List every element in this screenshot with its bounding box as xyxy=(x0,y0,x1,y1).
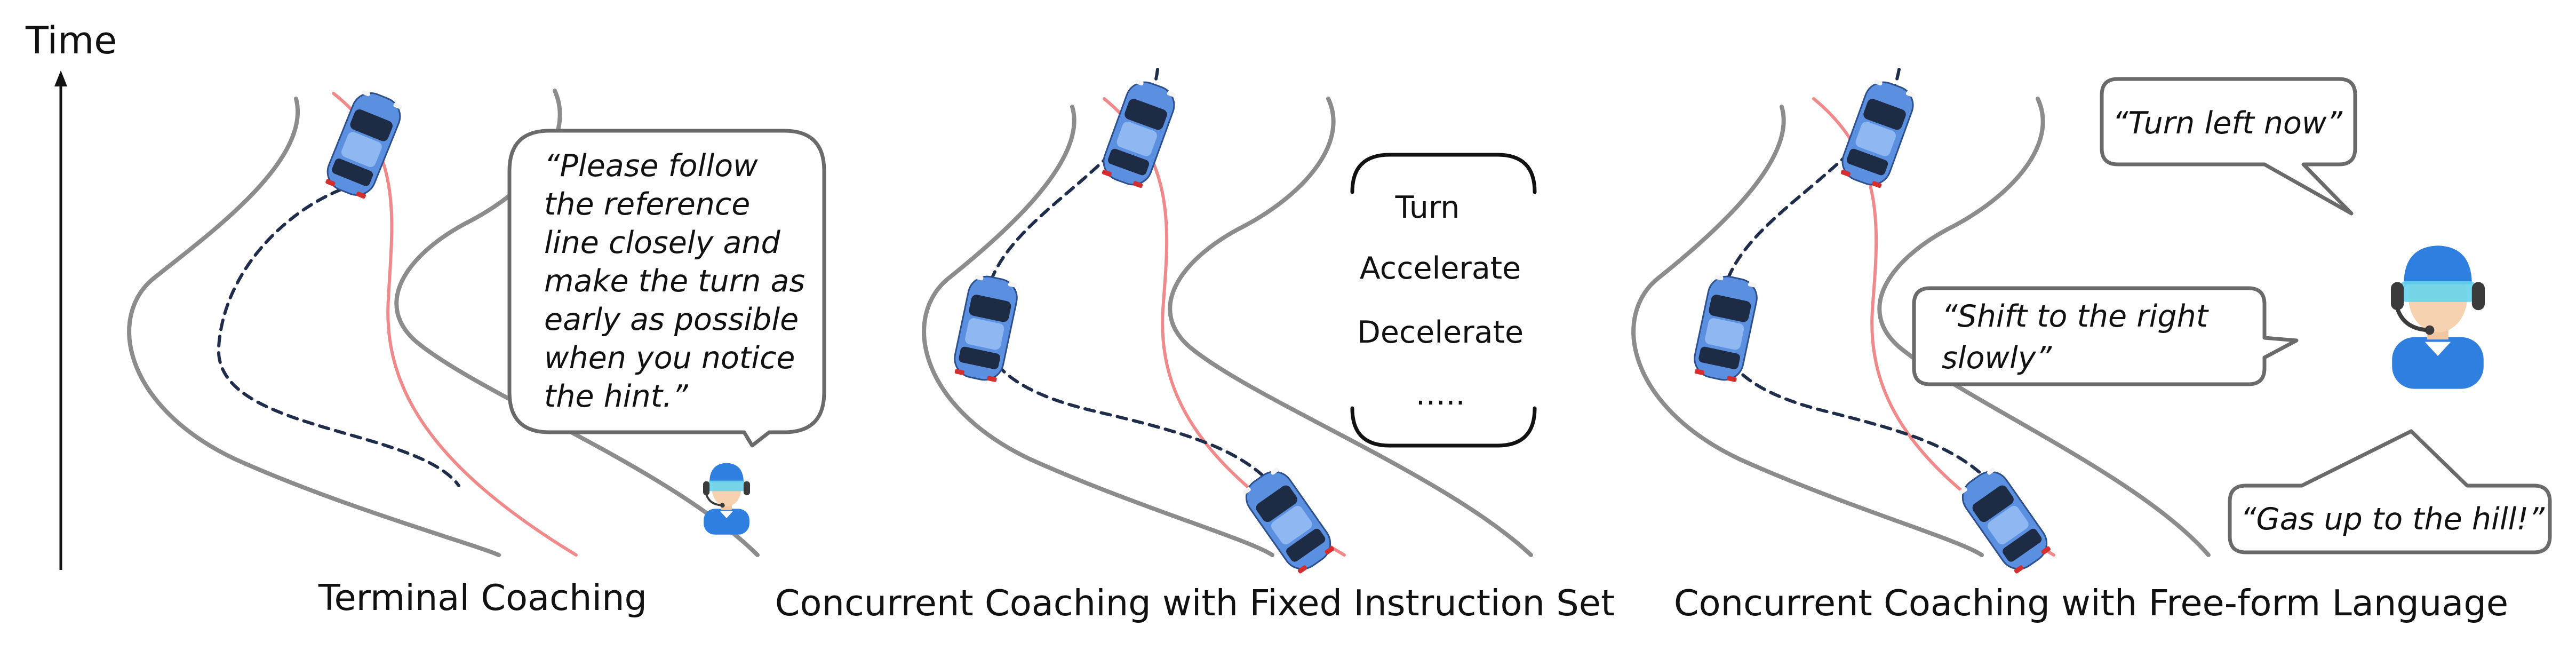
driven-trajectory xyxy=(217,183,460,487)
panel-free-form-language: “Turn left now” “Shift to the right slow… xyxy=(1631,68,2552,624)
panel-fixed-instruction-set: Turn Accelerate Decelerate ….. Concurren… xyxy=(775,68,1615,624)
speech-line: “Turn left now” xyxy=(2112,106,2342,141)
speech-line: “Gas up to the hill!” xyxy=(2240,502,2545,537)
car-icon xyxy=(1238,463,1339,577)
instruction-item: Decelerate xyxy=(1357,315,1524,350)
instruction-item: Accelerate xyxy=(1360,251,1521,286)
panel-terminal-coaching: “Please follow the reference line closel… xyxy=(127,86,826,619)
road xyxy=(1631,97,2211,557)
speech-line: make the turn as xyxy=(544,264,805,299)
speech-bubble: “Shift to the right slowly” xyxy=(1912,286,2299,386)
car-icon xyxy=(1690,272,1761,384)
time-axis-label: Time xyxy=(25,19,117,62)
panel-caption: Terminal Coaching xyxy=(318,577,647,619)
panel-caption: Concurrent Coaching with Free-form Langu… xyxy=(1674,582,2508,624)
instruction-item: ….. xyxy=(1415,377,1465,412)
speech-line: “Please follow xyxy=(544,148,758,184)
instruction-set-box: Turn Accelerate Decelerate ….. xyxy=(1350,153,1537,448)
time-axis-arrowhead xyxy=(54,70,67,86)
speech-bubble: “Turn left now” xyxy=(2100,77,2357,216)
speech-bubble: “Please follow the reference line closel… xyxy=(507,129,826,448)
speech-line: early as possible xyxy=(544,302,799,337)
time-axis: Time xyxy=(25,19,117,570)
car-icon xyxy=(950,272,1022,384)
coach-headset-icon xyxy=(2391,245,2485,389)
speech-line: line closely and xyxy=(544,225,781,260)
instruction-item: Turn xyxy=(1395,190,1460,225)
speech-bubble: “Gas up to the hill!” xyxy=(2228,429,2552,554)
road xyxy=(922,97,1533,557)
car-icon xyxy=(321,86,407,202)
speech-line: when you notice xyxy=(544,340,795,376)
car-icon xyxy=(1097,76,1181,191)
panel-caption: Concurrent Coaching with Fixed Instructi… xyxy=(775,582,1615,624)
coach-headset-icon xyxy=(702,462,751,536)
car-icon xyxy=(1954,463,2055,577)
car-icon xyxy=(1836,76,1919,191)
speech-line: the hint.” xyxy=(544,379,688,414)
speech-line: the reference xyxy=(544,187,750,222)
speech-line: slowly” xyxy=(1942,340,2052,376)
speech-line: “Shift to the right xyxy=(1942,299,2210,334)
reference-line xyxy=(1103,97,1346,557)
